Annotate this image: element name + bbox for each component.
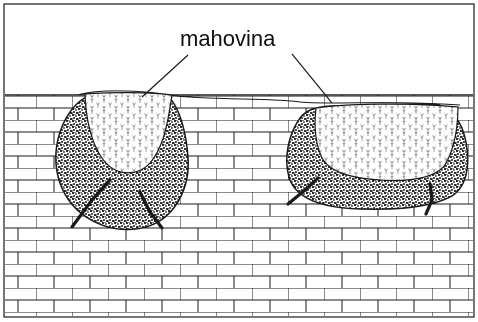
right-moss-cap <box>315 104 458 180</box>
moss-label: mahovina <box>180 26 275 52</box>
